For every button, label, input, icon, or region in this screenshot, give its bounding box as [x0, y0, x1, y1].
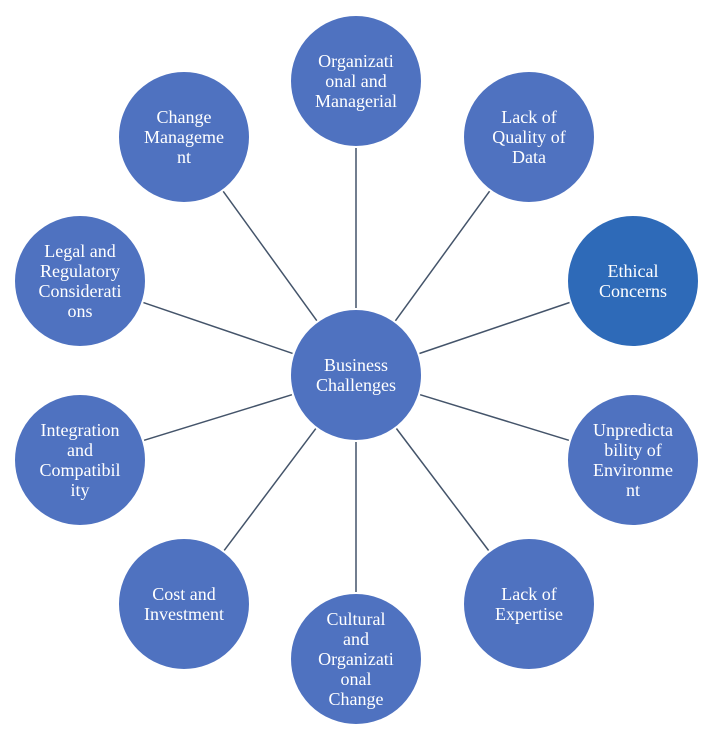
- connector-line: [223, 428, 317, 551]
- node-label: Cost and Investment: [144, 584, 224, 624]
- node-cultural-organizational-change: Cultural and Organizati onal Change: [289, 592, 423, 726]
- connector-line: [222, 190, 318, 322]
- connector-line: [419, 393, 570, 442]
- node-label: Organizati onal and Managerial: [315, 51, 397, 111]
- node-label: Lack of Expertise: [495, 584, 563, 624]
- connector-line: [419, 301, 570, 355]
- node-organizational-managerial: Organizati onal and Managerial: [289, 14, 423, 148]
- connector-line: [143, 301, 293, 355]
- node-label: Unpredicta bility of Environme nt: [593, 420, 673, 500]
- center-node-business-challenges: Business Challenges: [289, 308, 423, 442]
- center-node-label: Business Challenges: [316, 355, 396, 395]
- node-cost-and-investment: Cost and Investment: [117, 537, 251, 671]
- node-ethical-concerns: Ethical Concerns: [566, 214, 700, 348]
- connector-line: [395, 428, 490, 551]
- node-lack-of-expertise: Lack of Expertise: [462, 537, 596, 671]
- node-label: Cultural and Organizati onal Change: [318, 609, 394, 709]
- node-label: Integration and Compatibil ity: [39, 420, 121, 500]
- node-integration-compatibility: Integration and Compatibil ity: [13, 393, 147, 527]
- node-change-management: Change Manageme nt: [117, 70, 251, 204]
- node-legal-regulatory: Legal and Regulatory Considerati ons: [13, 214, 147, 348]
- connector-line: [394, 190, 491, 322]
- node-label: Legal and Regulatory Considerati ons: [38, 241, 122, 321]
- node-label: Ethical Concerns: [599, 261, 667, 301]
- connector-line: [143, 393, 293, 442]
- node-lack-of-quality-of-data: Lack of Quality of Data: [462, 70, 596, 204]
- node-label: Lack of Quality of Data: [492, 107, 566, 167]
- node-unpredictability-of-environment: Unpredicta bility of Environme nt: [566, 393, 700, 527]
- node-label: Change Manageme nt: [144, 107, 224, 167]
